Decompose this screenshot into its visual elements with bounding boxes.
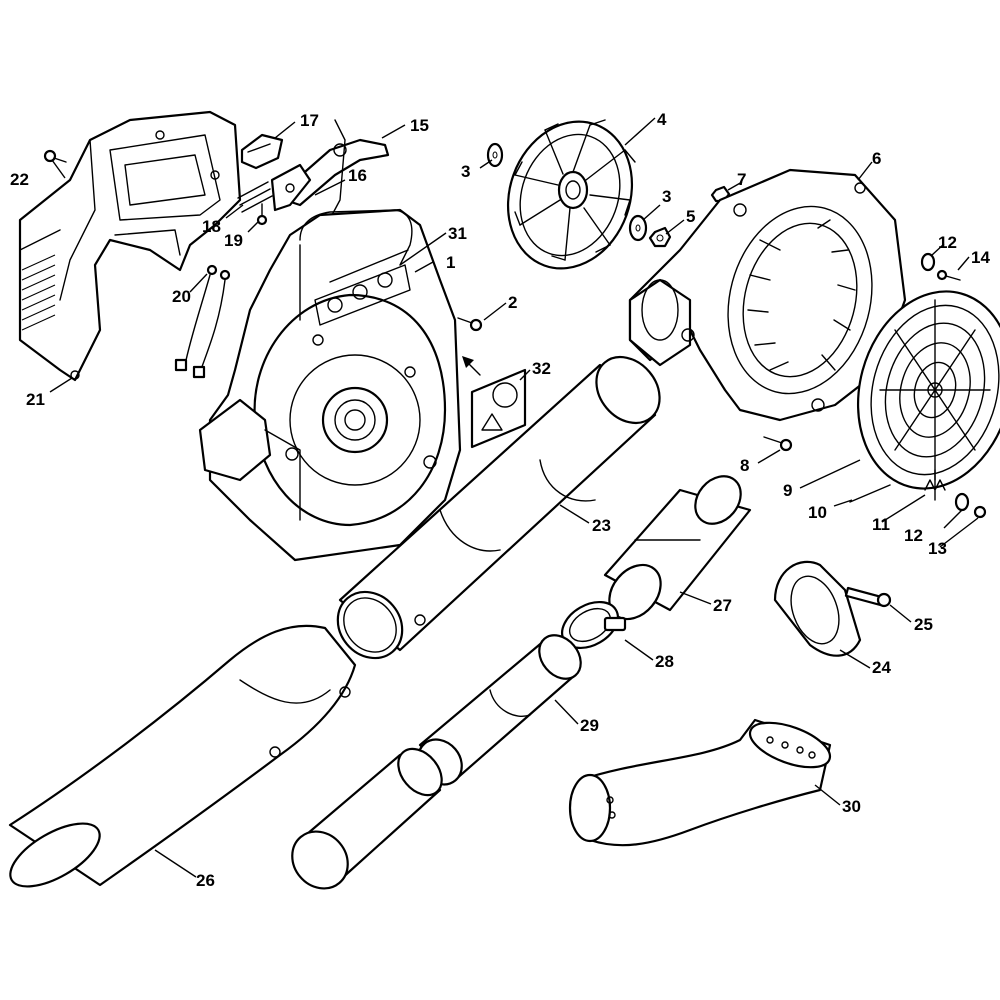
part-5-nut — [648, 226, 672, 248]
part-21-rear-frame — [18, 110, 242, 382]
part-24-clamp — [773, 560, 862, 657]
part-13-screw — [973, 505, 987, 519]
callout-labels: 1 2 3 3 4 5 6 7 8 9 10 11 12 12 13 14 15… — [10, 110, 990, 890]
callout-20: 20 — [172, 287, 191, 306]
part-19-screw — [256, 203, 268, 226]
part-4-impeller — [506, 119, 636, 270]
callout-4: 4 — [657, 110, 667, 129]
part-round-nozzle — [291, 747, 443, 890]
callout-3b: 3 — [662, 187, 671, 206]
part-32-warning-label — [462, 356, 527, 449]
callout-8: 8 — [740, 456, 749, 475]
callout-7: 7 — [737, 170, 746, 189]
callout-26: 26 — [196, 871, 215, 890]
part-3-washer — [486, 142, 648, 242]
callout-13: 13 — [928, 539, 947, 558]
part-2-screw — [457, 317, 483, 332]
part-25-screw — [844, 586, 892, 608]
part-18-spring — [237, 181, 273, 213]
callout-18: 18 — [202, 217, 221, 236]
callout-10: 10 — [808, 503, 827, 522]
callout-2: 2 — [508, 293, 517, 312]
callout-3a: 3 — [461, 162, 470, 181]
callout-31: 31 — [448, 224, 467, 243]
part-10-pin — [849, 484, 891, 503]
callout-9: 9 — [783, 481, 792, 500]
part-6-volute — [628, 168, 907, 422]
part-30-elbow — [568, 718, 832, 847]
part-28-hose-clamp — [561, 600, 627, 650]
callout-14: 14 — [971, 248, 990, 267]
part-16-lever — [270, 163, 312, 212]
callout-28: 28 — [655, 652, 674, 671]
callout-25: 25 — [914, 615, 933, 634]
part-22-screw — [43, 149, 67, 163]
callout-32: 32 — [532, 359, 551, 378]
callout-29: 29 — [580, 716, 599, 735]
part-11-spring — [924, 469, 946, 501]
part-9-intake-screen — [856, 290, 1000, 490]
part-27-adapter — [603, 475, 752, 621]
part-14-screw — [936, 269, 961, 281]
callout-21: 21 — [26, 390, 45, 409]
callout-23: 23 — [592, 516, 611, 535]
callout-24: 24 — [872, 658, 891, 677]
callout-12a: 12 — [938, 233, 957, 252]
part-31-label — [329, 249, 409, 283]
callout-16: 16 — [348, 166, 367, 185]
leader-lines — [49, 117, 979, 878]
callout-27: 27 — [713, 596, 732, 615]
callout-12b: 12 — [904, 526, 923, 545]
callout-22: 22 — [10, 170, 29, 189]
callout-17: 17 — [300, 111, 319, 130]
part-26-flat-nozzle — [8, 624, 357, 888]
callout-11: 11 — [872, 515, 890, 534]
part-17-switch — [240, 133, 284, 170]
part-23-blower-tube — [336, 355, 661, 660]
callout-19: 19 — [224, 231, 243, 250]
callout-1: 1 — [446, 253, 455, 272]
callout-6: 6 — [872, 149, 881, 168]
callout-15: 15 — [410, 116, 429, 135]
part-8-screw — [763, 436, 793, 452]
callout-30: 30 — [842, 797, 861, 816]
part-20-wire — [174, 264, 231, 379]
part-1-fan-housing — [198, 208, 462, 562]
callout-5: 5 — [686, 207, 695, 226]
